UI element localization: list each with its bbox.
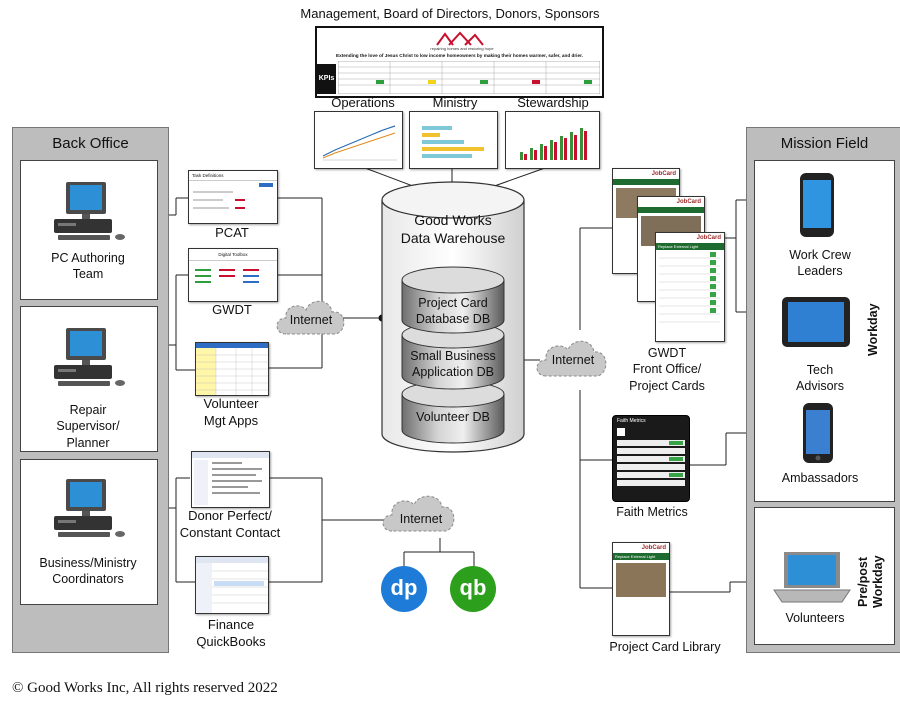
- front-label-project-card-library: Project Card Library: [609, 640, 721, 654]
- kpi-scorecard: repairing homes and restoring hope Exten…: [315, 26, 604, 98]
- quickbooks-logo: qb: [450, 566, 496, 612]
- scorecard-tagline: Extending the love of Jesus Christ to lo…: [336, 53, 583, 58]
- internet-cloud-icon: [382, 495, 455, 532]
- faith-metrics-phone: Faith Metrics: [612, 415, 690, 502]
- laptop-icon: [773, 552, 851, 603]
- iphone-icon: [803, 403, 833, 463]
- donor-perfect-logo: dp: [381, 566, 427, 612]
- mission-label-ambassadors: Ambassadors: [781, 471, 859, 485]
- kpis-label: KPIs: [317, 64, 336, 94]
- quickbooks-app-thumbnail: [195, 556, 269, 614]
- jobcard-header: JobCard: [696, 235, 721, 241]
- dashboard-label-operations: Operations: [331, 95, 395, 110]
- project-card-phone-3: JobCard Replace External Light: [655, 232, 725, 342]
- faith-metrics-header: Faith Metrics: [617, 418, 646, 424]
- desktop-computer-icon: [54, 182, 125, 240]
- front-label-faith-metrics: Faith Metrics: [616, 505, 688, 519]
- kpi-table: [338, 61, 600, 94]
- mission-field-title: Mission Field: [780, 135, 869, 152]
- smartphone-icon: [800, 173, 834, 237]
- stewardship-dashboard-thumbnail: [505, 111, 600, 169]
- back-office-title: Back Office: [52, 135, 129, 152]
- ministry-dashboard-thumbnail: [409, 111, 498, 169]
- desktop-computer-icon: [54, 479, 125, 537]
- db-volunteer: Volunteer DB: [416, 410, 490, 424]
- jobcard-header: JobCard: [641, 545, 666, 551]
- card-task-title: Replace External Light: [656, 243, 724, 250]
- workday-vertical-label: Workday: [866, 303, 880, 357]
- donor-perfect-app-thumbnail: [191, 451, 270, 508]
- internet-label-right: Internet: [551, 353, 595, 367]
- copyright-footer: © Good Works Inc, All rights reserved 20…: [12, 680, 278, 696]
- pcat-app-thumbnail: Task Definitions: [188, 170, 278, 224]
- internet-label-left: Internet: [289, 313, 333, 327]
- dashboard-label-stewardship: Stewardship: [517, 95, 589, 110]
- internet-cloud-icon: [276, 300, 345, 335]
- good-works-logo: [435, 31, 485, 47]
- jobcard-header: JobCard: [676, 199, 701, 205]
- internet-label-bottom: Internet: [399, 512, 443, 526]
- card-task-title: Replace External Light: [613, 553, 669, 560]
- gwdt-header: Digital Toolbox: [189, 249, 277, 261]
- audience-label: Management, Board of Directors, Donors, …: [300, 6, 600, 21]
- app-label-gwdt: GWDT: [212, 302, 252, 317]
- operations-dashboard-thumbnail: [314, 111, 403, 169]
- desktop-computer-icon: [54, 328, 125, 386]
- logo-subtitle: repairing homes and restoring hope: [430, 46, 494, 51]
- mission-label-volunteers: Volunteers: [785, 611, 845, 625]
- internet-cloud-icon: [536, 340, 607, 377]
- project-card-library-thumbnail: JobCard Replace External Light: [612, 542, 670, 636]
- dashboard-label-ministry: Ministry: [432, 95, 478, 110]
- app-label-pcat: PCAT: [215, 225, 249, 240]
- data-warehouse-cylinder: [381, 181, 525, 453]
- tablet-icon: [782, 297, 850, 347]
- pcat-header: Task Definitions: [189, 171, 277, 181]
- app-label-donor-perfect: Donor Perfect/Constant Contact: [179, 508, 281, 540]
- jobcard-header: JobCard: [651, 171, 676, 177]
- volunteer-app-thumbnail: [195, 342, 269, 396]
- gwdt-app-thumbnail: Digital Toolbox: [188, 248, 278, 302]
